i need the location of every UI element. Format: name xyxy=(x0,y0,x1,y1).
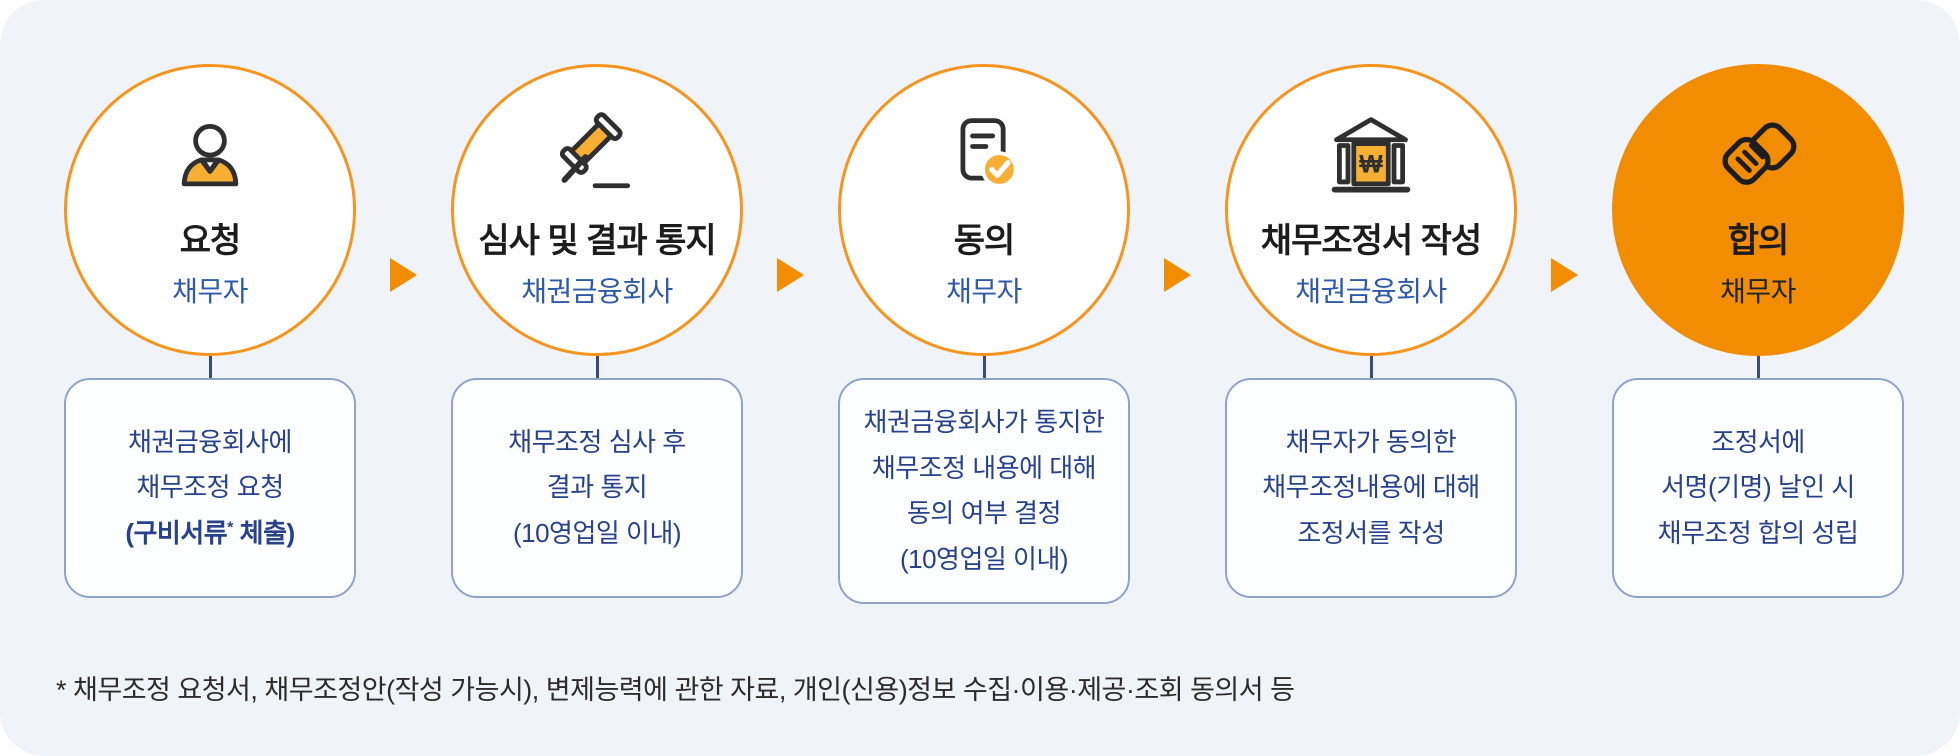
description-line: 채권금융회사가 통지한 xyxy=(863,407,1105,437)
flow-arrow-cell xyxy=(356,64,451,292)
arrow-right-icon xyxy=(1551,258,1578,292)
flow-arrow-cell xyxy=(1130,64,1225,292)
description-line: 채무자가 동의한 xyxy=(1285,426,1457,457)
description-line: 결과 통지 xyxy=(546,472,648,503)
asterisk-superscript: * xyxy=(227,518,233,537)
step-circle: 동의 채무자 xyxy=(838,64,1130,356)
description-line: 채무조정 내용에 대해 xyxy=(871,452,1097,483)
connector-line xyxy=(1369,356,1373,378)
required-documents-footnote: * 채무조정 요청서, 채무조정안(작성 가능시), 변제능력에 관한 자료, … xyxy=(56,675,1295,705)
arrow-right-icon xyxy=(390,258,417,292)
description-line: 채무조정 요청 xyxy=(136,472,284,503)
step-final-agreement: 합의 채무자 조정서에 서명(기명) 날인 시 채무조정 합의 성립 xyxy=(1612,64,1904,598)
description-line: 채무조정 심사 후 xyxy=(508,426,686,457)
flow-arrow-cell xyxy=(1517,64,1612,292)
step-description-box: 채무자가 동의한 채무조정내용에 대해 조정서를 작성 xyxy=(1225,378,1517,598)
step-subtitle: 채권금융회사 xyxy=(1295,276,1447,307)
gavel-icon xyxy=(551,111,643,203)
handshake-icon xyxy=(1712,111,1804,203)
step-title: 심사 및 결과 통지 xyxy=(478,222,716,260)
svg-text:₩: ₩ xyxy=(1359,150,1383,178)
step-review-notice: 심사 및 결과 통지 채권금융회사 채무조정 심사 후 결과 통지 (10영업일… xyxy=(451,64,743,598)
description-line: 채권금융회사에 xyxy=(128,426,292,457)
connector-line xyxy=(208,356,212,378)
description-line: 서명(기명) 날인 시 xyxy=(1661,472,1855,503)
document-check-icon xyxy=(938,111,1030,203)
step-subtitle: 채무자 xyxy=(1720,276,1796,307)
description-line: 채무조정내용에 대해 xyxy=(1262,472,1480,503)
description-line: 조정서에 xyxy=(1711,426,1805,457)
connector-line xyxy=(1756,356,1760,378)
description-line: (10영업일 이내) xyxy=(512,517,682,548)
arrow-right-icon xyxy=(1164,258,1191,292)
description-line-bold: (구비서류* 체출) xyxy=(125,517,295,548)
flow-arrow-cell xyxy=(743,64,838,292)
description-line: 조정서를 작성 xyxy=(1297,517,1445,548)
step-subtitle: 채권금융회사 xyxy=(521,276,673,307)
arrow-right-icon xyxy=(777,258,804,292)
step-subtitle: 채무자 xyxy=(946,276,1022,307)
step-title: 동의 xyxy=(953,222,1016,260)
step-description-box: 채권금융회사가 통지한 채무조정 내용에 대해 동의 여부 결정 (10영업일 … xyxy=(838,378,1130,604)
person-icon xyxy=(164,111,256,203)
connector-line xyxy=(982,356,986,378)
step-write-agreement-doc: ₩ 채무조정서 작성 채권금융회사 채무자가 동의한 채무조정내용에 대해 조정… xyxy=(1225,64,1517,598)
step-title: 합의 xyxy=(1727,222,1790,260)
step-description-box: 채무조정 심사 후 결과 통지 (10영업일 이내) xyxy=(451,378,743,598)
step-circle: 심사 및 결과 통지 채권금융회사 xyxy=(451,64,743,356)
step-circle: 요청 채무자 xyxy=(64,64,356,356)
step-consent: 동의 채무자 채권금융회사가 통지한 채무조정 내용에 대해 동의 여부 결정 … xyxy=(838,64,1130,604)
step-circle: 합의 채무자 xyxy=(1612,64,1904,356)
description-line: (10영업일 이내) xyxy=(899,543,1069,574)
step-description-box: 채권금융회사에 채무조정 요청 (구비서류* 체출) xyxy=(64,378,356,598)
process-flow: 요청 채무자 채권금융회사에 채무조정 요청 (구비서류* 체출) xyxy=(64,64,1904,604)
description-line: 채무조정 합의 성립 xyxy=(1657,517,1859,548)
step-description-box: 조정서에 서명(기명) 날인 시 채무조정 합의 성립 xyxy=(1612,378,1904,598)
bank-icon: ₩ xyxy=(1325,111,1417,203)
step-title: 채무조정서 작성 xyxy=(1260,222,1482,260)
step-subtitle: 채무자 xyxy=(172,276,248,307)
description-line: 동의 여부 결정 xyxy=(907,498,1061,528)
step-circle: ₩ 채무조정서 작성 채권금융회사 xyxy=(1225,64,1517,356)
step-title: 요청 xyxy=(179,222,242,260)
connector-line xyxy=(595,356,599,378)
step-request: 요청 채무자 채권금융회사에 채무조정 요청 (구비서류* 체출) xyxy=(64,64,356,598)
